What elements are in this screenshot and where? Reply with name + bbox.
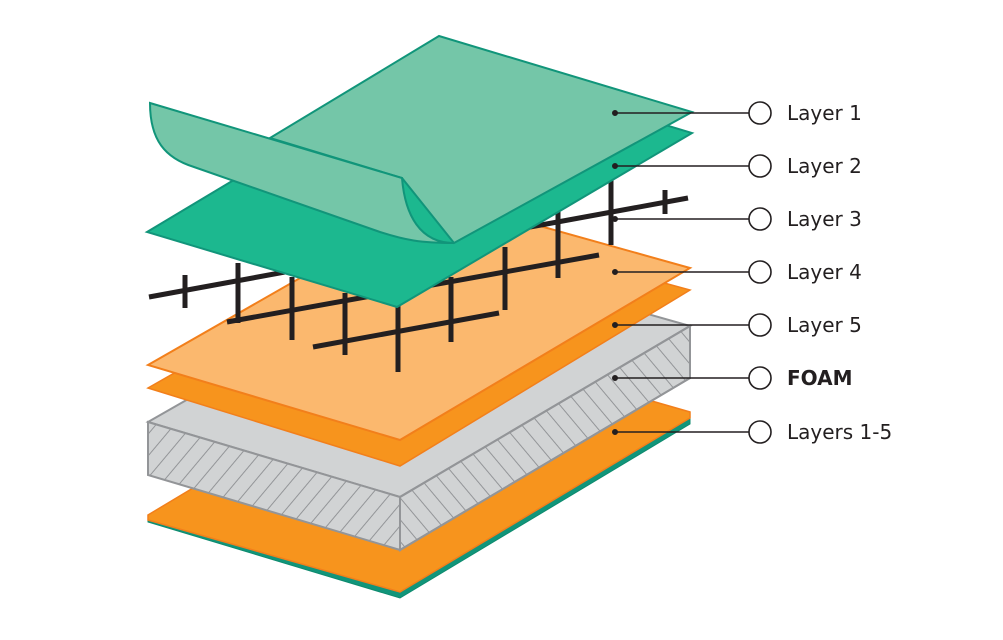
label-foam: FOAM [787, 366, 853, 390]
label-marker-4 [748, 260, 772, 284]
leader-lines [611, 101, 772, 444]
label-layer-4: Layer 4 [787, 260, 862, 284]
label-marker-5 [748, 313, 772, 337]
label-marker-foam [748, 366, 772, 390]
label-marker-bottom [748, 420, 772, 444]
label-layer-1: Layer 1 [787, 101, 862, 125]
label-layer-2: Layer 2 [787, 154, 862, 178]
label-layers-1-5: Layers 1-5 [787, 420, 893, 444]
label-layer-3: Layer 3 [787, 207, 862, 231]
label-marker-2 [748, 154, 772, 178]
label-marker-1 [748, 101, 772, 125]
label-marker-3 [748, 207, 772, 231]
layer-1-sheet [148, 34, 695, 245]
label-layer-5: Layer 5 [787, 313, 862, 337]
